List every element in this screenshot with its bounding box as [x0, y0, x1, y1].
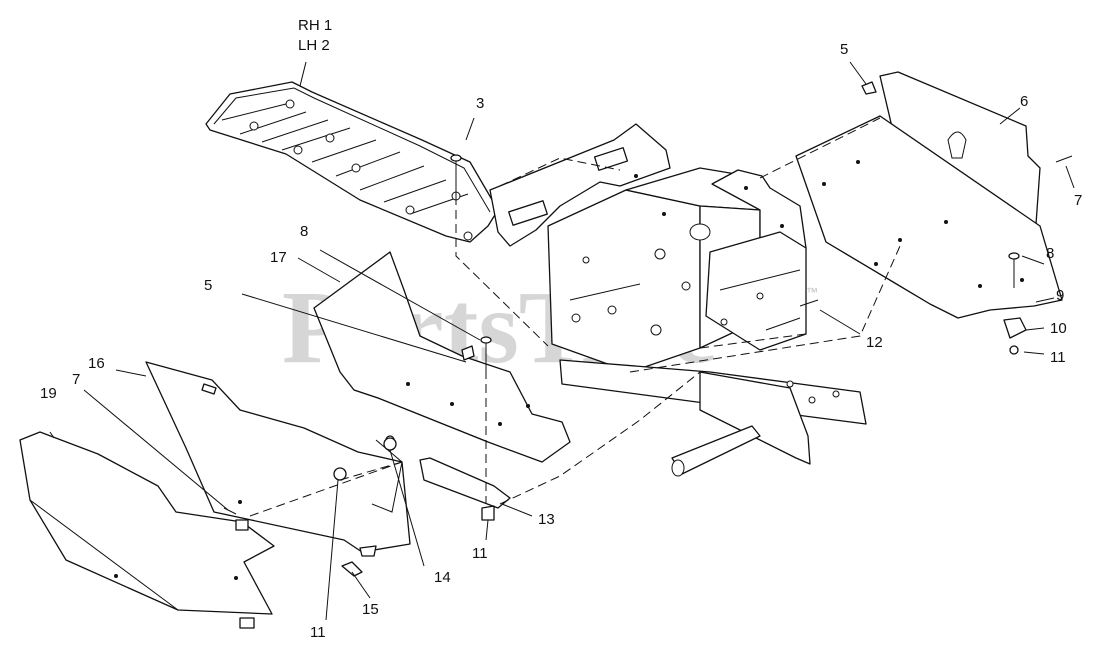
part-frame-rails: [559, 359, 867, 477]
part-13-bracket: [223, 437, 511, 577]
assembly-lines: [249, 117, 901, 517]
callout-9: 9: [1056, 287, 1064, 304]
callout-14: 14: [434, 569, 451, 586]
callout-17: 17: [270, 249, 287, 266]
callout-11-right: 11: [1050, 349, 1066, 366]
callout-11-mid: 11: [472, 545, 488, 562]
callout-7-right: 7: [1074, 192, 1082, 209]
part-19-panel: [19, 431, 275, 629]
callout-7-left: 7: [72, 371, 80, 388]
callout-8-right: 8: [1046, 245, 1054, 262]
callout-3: 3: [476, 95, 484, 112]
callout-13: 13: [538, 511, 555, 528]
callout-8-left: 8: [300, 223, 308, 240]
part-9-panel: [795, 115, 1063, 319]
callouts: RH 1 LH 2 3 5 6 7 8 9 10 11 12 8 17 5 16…: [40, 17, 1082, 641]
leader-lines: [49, 61, 1075, 621]
part-main-frame: [489, 123, 807, 373]
callout-lh2: LH 2: [298, 37, 330, 54]
watermark-trademark: ™: [806, 285, 818, 299]
callout-19: 19: [40, 385, 57, 402]
callout-10: 10: [1050, 320, 1067, 337]
part-17-panel: [313, 251, 571, 463]
part-running-board: [205, 61, 499, 243]
callout-5-top: 5: [840, 41, 848, 58]
callout-5-left: 5: [204, 277, 212, 294]
callout-6: 6: [1020, 93, 1028, 110]
callout-rh1: RH 1: [298, 17, 332, 34]
callout-11-bottom: 11: [310, 624, 326, 641]
callout-16: 16: [88, 355, 105, 372]
callout-12: 12: [866, 334, 883, 351]
callout-15: 15: [362, 601, 379, 618]
part-3-bolt: [450, 117, 475, 196]
